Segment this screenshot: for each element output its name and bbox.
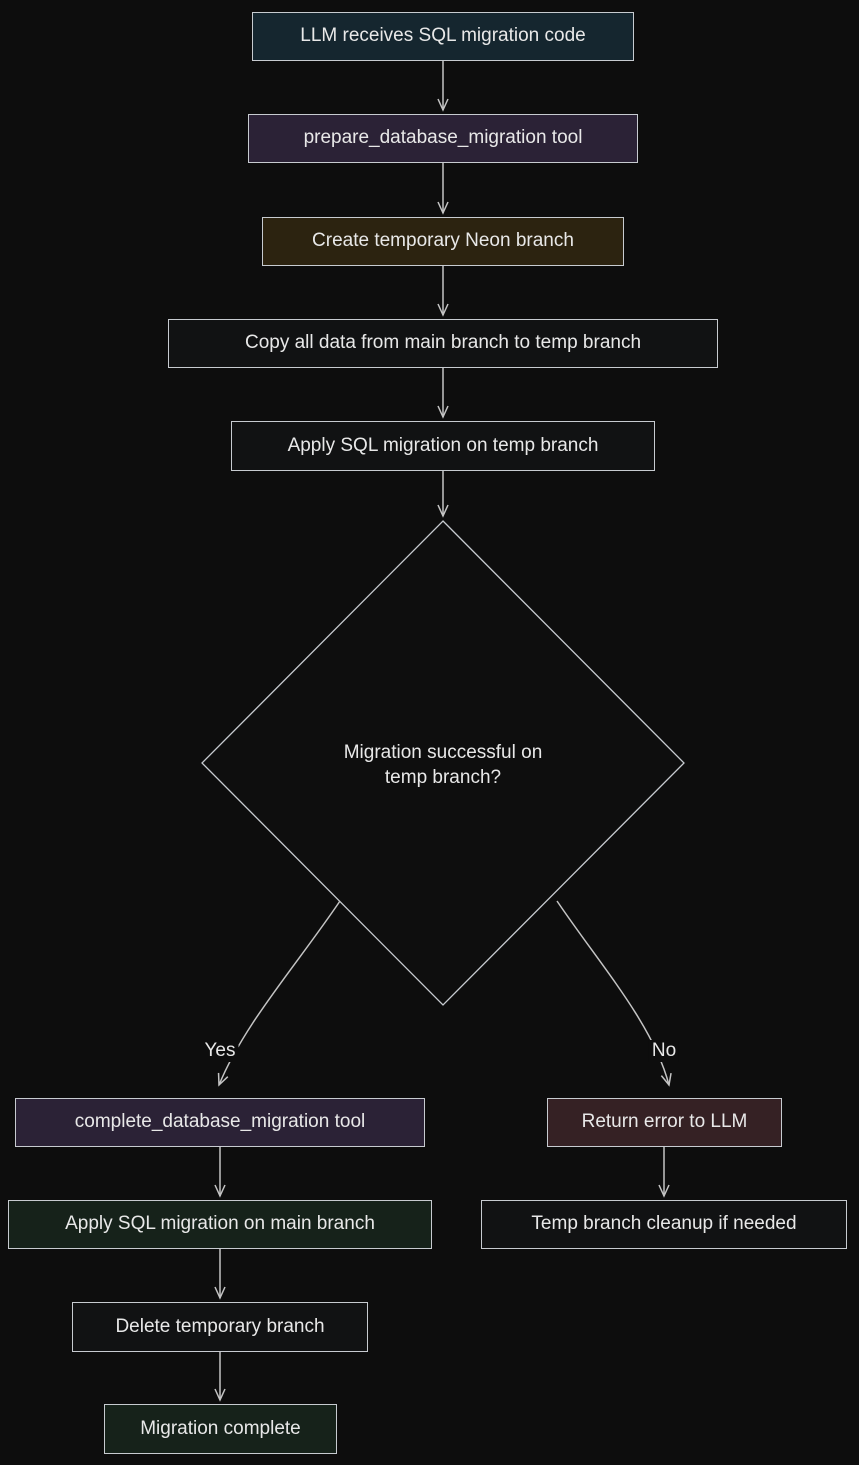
node-label: Create temporary Neon branch — [312, 230, 574, 252]
node-label: Delete temporary branch — [115, 1315, 325, 1337]
node-temp-branch-cleanup: Temp branch cleanup if needed — [481, 1200, 847, 1249]
node-label: LLM receives SQL migration code — [300, 25, 586, 47]
node-return-error-to-llm: Return error to LLM — [547, 1098, 782, 1147]
node-prepare-database-migration-tool: prepare_database_migration tool — [248, 114, 638, 163]
decision-label-line-1: Migration successful on — [343, 742, 543, 763]
node-decision-migration-successful: Migration successful on temp branch? — [344, 740, 543, 790]
node-label: prepare_database_migration tool — [303, 127, 583, 149]
node-label: Migration complete — [140, 1417, 301, 1439]
edge-decision-no — [556, 900, 672, 1087]
node-label: complete_database_migration tool — [74, 1111, 366, 1133]
node-delete-temporary-branch: Delete temporary branch — [72, 1302, 368, 1352]
node-label: Copy all data from main branch to temp b… — [244, 332, 642, 354]
node-apply-sql-migration-temp-branch: Apply SQL migration on temp branch — [231, 421, 655, 471]
node-label: Temp branch cleanup if needed — [531, 1213, 797, 1235]
node-label: Return error to LLM — [581, 1111, 748, 1133]
edge-label-no: No — [648, 1040, 680, 1062]
node-label: Apply SQL migration on main branch — [65, 1213, 375, 1235]
edge-decision-yes — [217, 900, 341, 1087]
edge-label-yes: Yes — [201, 1040, 239, 1062]
node-create-temporary-neon-branch: Create temporary Neon branch — [262, 217, 624, 266]
node-migration-complete: Migration complete — [104, 1404, 337, 1454]
node-copy-all-data: Copy all data from main branch to temp b… — [168, 319, 718, 368]
node-llm-receives-sql-code: LLM receives SQL migration code — [252, 12, 634, 61]
node-label: Apply SQL migration on temp branch — [287, 434, 599, 456]
decision-diamond-shape — [201, 520, 685, 1006]
node-complete-database-migration-tool: complete_database_migration tool — [15, 1098, 425, 1147]
decision-label-line-2: temp branch? — [384, 767, 502, 788]
node-apply-sql-migration-main-branch: Apply SQL migration on main branch — [8, 1200, 432, 1249]
